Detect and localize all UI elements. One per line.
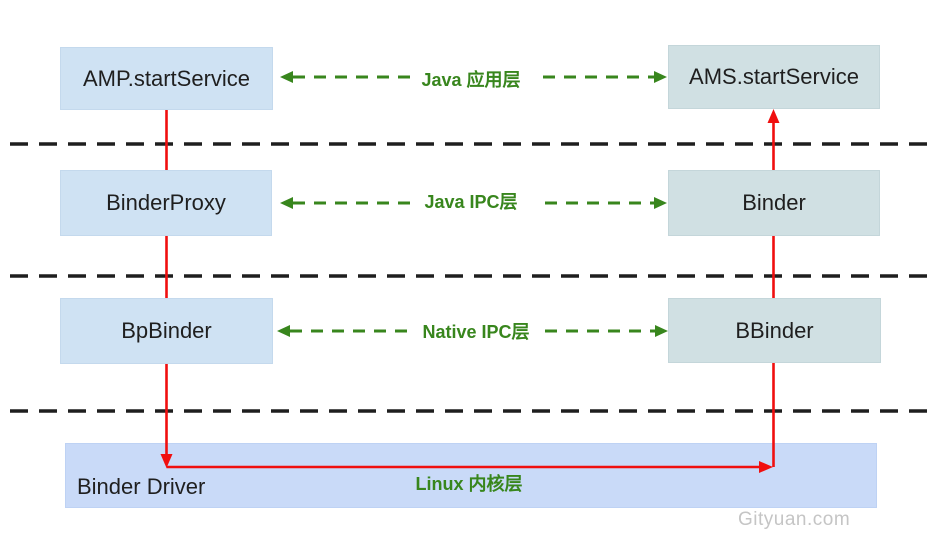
arrowhead-right-icon <box>654 197 667 209</box>
node-label: AMP.startService <box>82 65 251 91</box>
layer-label-java-ipc: Java IPC层 <box>424 192 518 212</box>
arrowhead-right-icon <box>654 71 667 83</box>
arrowhead-up-icon <box>767 109 780 123</box>
node-binderproxy: BinderProxy <box>60 170 272 236</box>
node-label: BpBinder <box>121 318 212 343</box>
java-app-layer-arrows <box>280 71 667 83</box>
call-flow-arrow <box>160 109 780 473</box>
layer-label-native-ipc: Native IPC层 <box>422 322 530 342</box>
node-label: AMS.startService <box>689 64 859 89</box>
node-bbinder: BBinder <box>668 298 881 363</box>
java-ipc-layer-arrows <box>280 197 667 209</box>
watermark: Gityuan.com <box>738 509 851 530</box>
node-bpbinder: BpBinder <box>60 298 273 364</box>
arrowhead-left-icon <box>280 71 293 83</box>
layer-label-linux-kernel: Linux 内核层 <box>415 474 523 494</box>
arrowhead-right-icon <box>759 461 773 473</box>
node-label: Binder <box>742 190 806 215</box>
node-label: BinderProxy <box>106 190 226 215</box>
binder-driver-label: Binder Driver <box>77 474 206 499</box>
arrowhead-down-icon <box>160 454 173 468</box>
native-ipc-layer-arrows <box>277 325 668 337</box>
arrowhead-right-icon <box>655 325 668 337</box>
arrowhead-left-icon <box>280 197 293 209</box>
node-ams-startservice: AMS.startService <box>668 45 880 109</box>
arrowhead-left-icon <box>277 325 290 337</box>
node-binder: Binder <box>668 170 880 236</box>
node-binder-driver: Binder Driver <box>65 443 877 508</box>
layer-label-java-app: Java 应用层 <box>421 70 521 90</box>
node-amp-startservice: AMP.startService <box>60 47 273 110</box>
node-label: BBinder <box>735 317 814 343</box>
